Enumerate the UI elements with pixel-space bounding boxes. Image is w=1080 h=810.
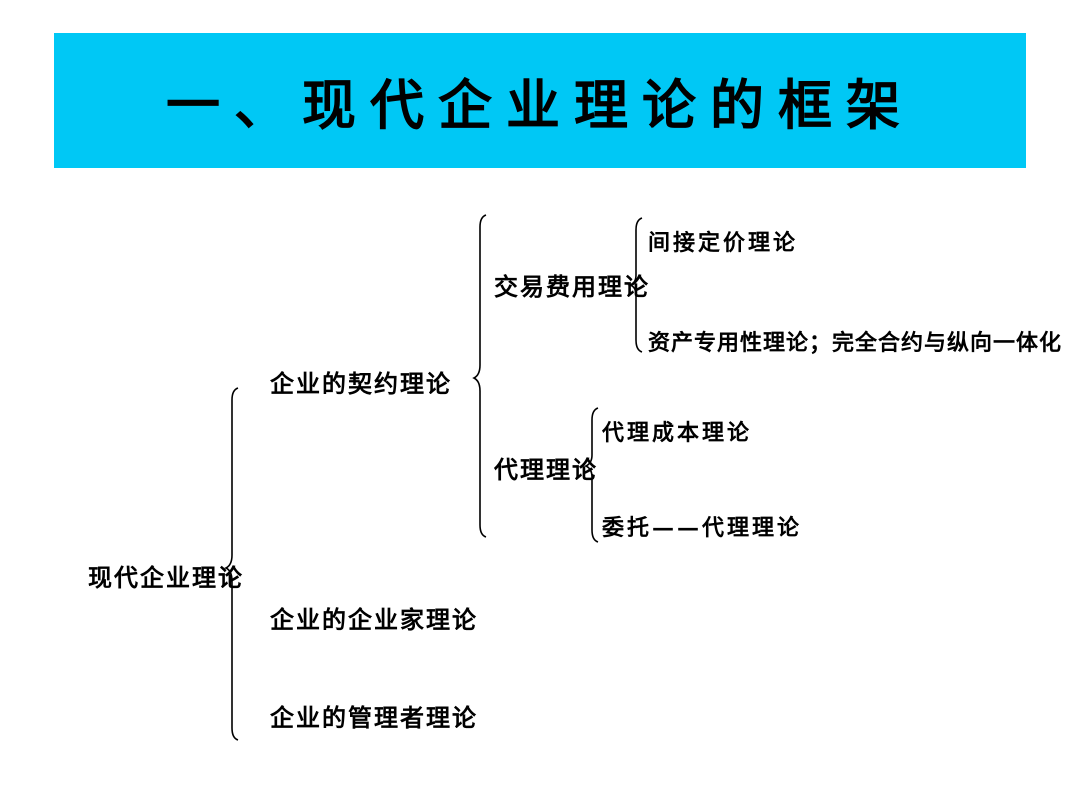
- agency-cost-theory-node: 代理成本理论: [602, 420, 753, 446]
- entrepreneur-theory-node: 企业的企业家理论: [270, 605, 478, 634]
- page-title: 一、现代企业理论的框架: [166, 73, 914, 137]
- transaction-cost-brace: [627, 217, 643, 353]
- indirect-pricing-theory-node: 间接定价理论: [648, 230, 799, 256]
- contract-theory-node: 企业的契约理论: [270, 369, 452, 398]
- root-node: 现代企业理论: [88, 563, 244, 592]
- asset-specificity-theory-node: 资产专用性理论；完全合约与纵向一体化: [648, 330, 1063, 356]
- contract-brace: [472, 214, 487, 538]
- root-brace: [224, 387, 239, 741]
- title-bar: 一、现代企业理论的框架: [54, 33, 1026, 168]
- agency-theory-node: 代理理论: [494, 455, 598, 484]
- principal-agent-theory-node: 委托——代理理论: [602, 515, 803, 541]
- manager-theory-node: 企业的管理者理论: [270, 703, 478, 732]
- transaction-cost-theory-node: 交易费用理论: [494, 272, 650, 301]
- agency-brace: [584, 407, 599, 543]
